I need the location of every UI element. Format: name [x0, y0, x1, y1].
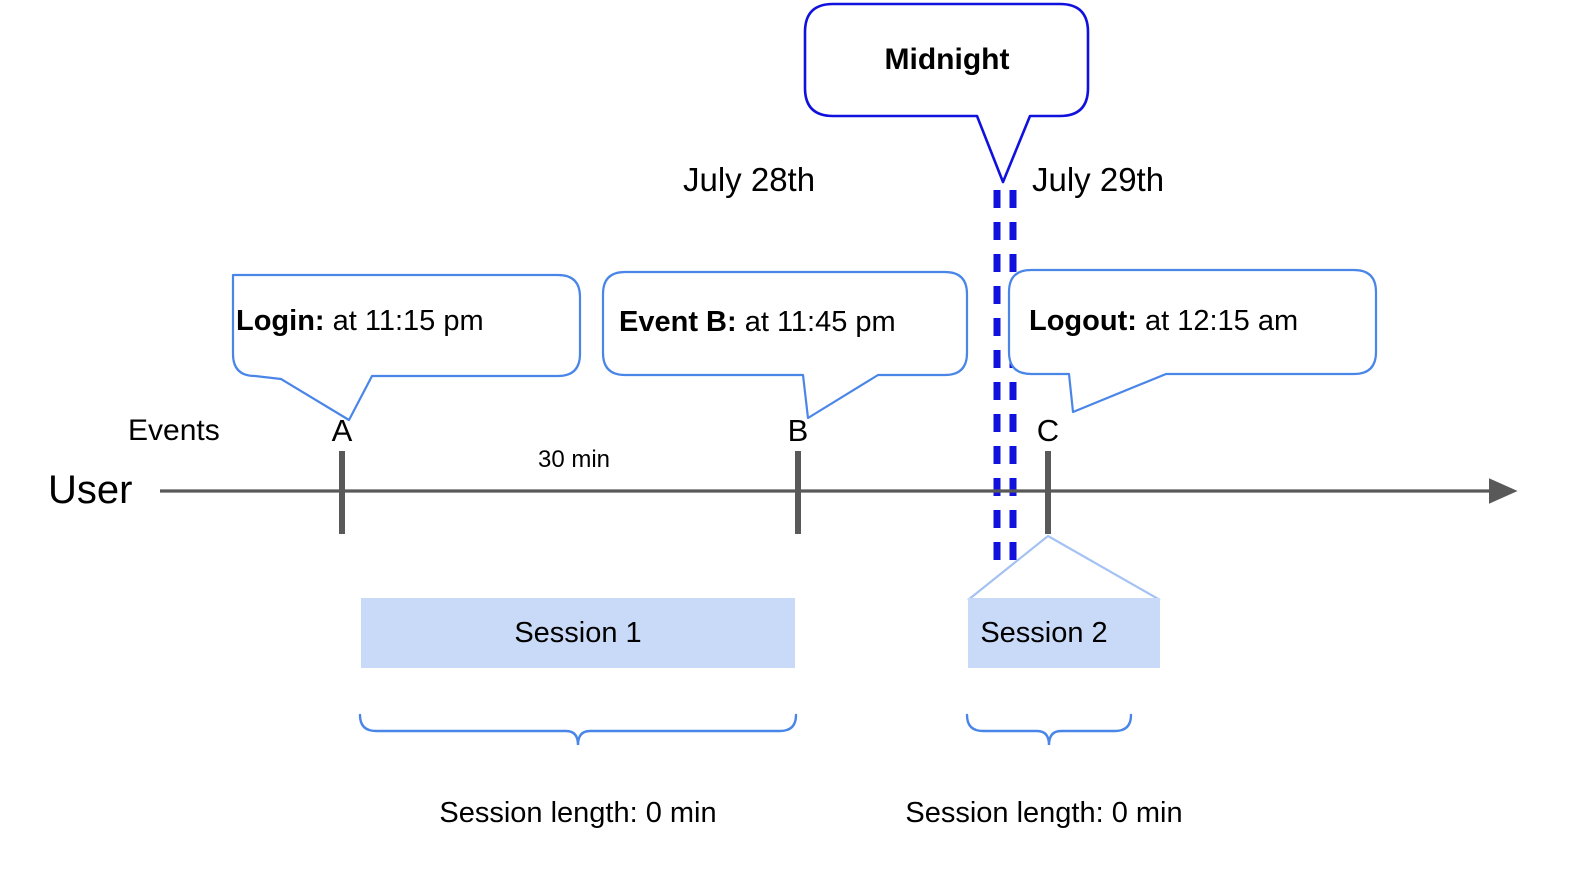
gap-duration-label: 30 min	[537, 446, 611, 473]
session-bar-label-1: Session 1	[514, 617, 642, 649]
callout-bold-eventb: Event B:	[619, 306, 737, 338]
midnight-divider-lines	[993, 190, 1017, 574]
callout-text-logout: Logout: at 12:15 am	[1029, 307, 1298, 336]
session-length-label-2: Session length: 0 min	[905, 797, 1183, 829]
callout-rest-logout: at 12:15 am	[1136, 305, 1299, 337]
midnight-callout-shape	[803, 2, 1090, 184]
callout-bold-login: Login:	[236, 305, 325, 337]
event-marker-label-b: B	[787, 413, 809, 448]
session-length-label-1: Session length: 0 min	[439, 797, 717, 829]
session-bar-1	[361, 598, 795, 668]
events-row-label: Events	[128, 414, 220, 447]
midnight-label: Midnight	[884, 43, 1010, 76]
callout-rest-login: at 11:15 pm	[324, 305, 484, 337]
date-label-july-28: July 28th	[683, 161, 816, 198]
event-marker-label-c: C	[1036, 413, 1060, 448]
event-marker-label-a: A	[331, 413, 353, 448]
callout-rest-eventb: at 11:45 pm	[736, 306, 896, 338]
callout-shape-login	[231, 273, 582, 422]
user-row-label: User	[48, 468, 133, 512]
callout-text-login: Login: at 11:15 pm	[236, 307, 484, 336]
callout-shape-eventb	[601, 270, 969, 420]
session-bars	[361, 598, 1160, 668]
callout-shape-logout	[1007, 268, 1378, 414]
session2-connector	[967, 534, 1161, 601]
callout-text-eventb: Event B: at 11:45 pm	[619, 308, 896, 337]
session-bar-label-2: Session 2	[980, 617, 1108, 649]
event-tick-markers	[339, 451, 1051, 534]
session2-brace	[965, 713, 1133, 746]
session-bar-2	[968, 598, 1160, 668]
date-label-july-29: July 29th	[1032, 161, 1165, 198]
callout-bold-logout: Logout:	[1029, 305, 1137, 337]
session1-brace	[358, 713, 798, 746]
